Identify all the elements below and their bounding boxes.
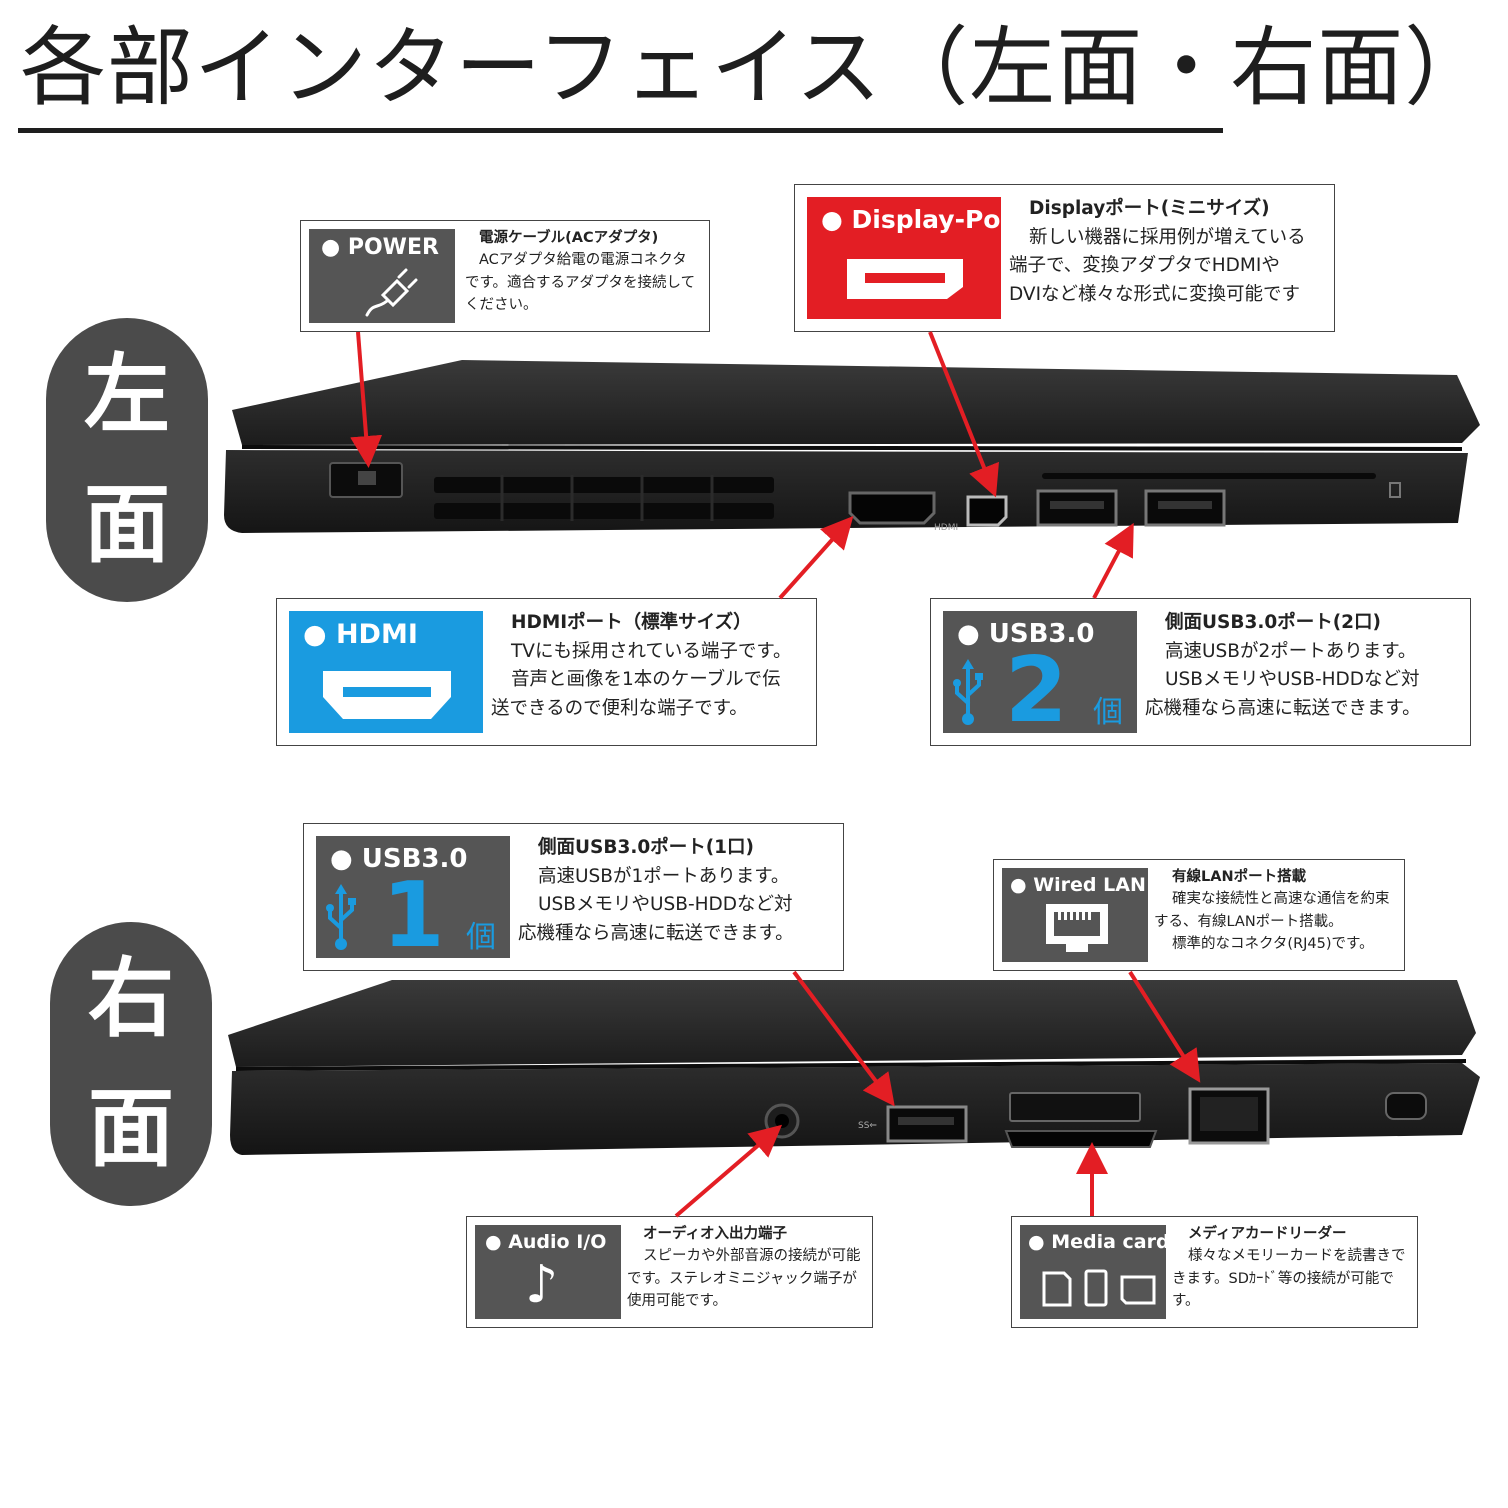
callout-usb-left: ● USB3.0 2 個 側面USB3.0ポート(2口) 高速USBが2ポートあ… bbox=[930, 598, 1471, 746]
displayport-line-3: DVIなど様々な形式に変換可能です bbox=[1009, 284, 1301, 306]
usb-right-description: 側面USB3.0ポート(1口) 高速USBが1ポートあります。 USBメモリやU… bbox=[518, 834, 840, 949]
callout-hdmi: ● HDMI HDMIポート（標準サイズ） TVにも採用されている端子です。 音… bbox=[276, 598, 817, 746]
usb-left-description: 側面USB3.0ポート(2口) 高速USBが2ポートあります。 USBメモリやU… bbox=[1145, 609, 1467, 724]
ethernet-port-icon bbox=[1046, 904, 1108, 952]
usb-left-heading: 側面USB3.0ポート(2口) bbox=[1165, 612, 1382, 633]
laptop-right-side: SS⇐ bbox=[222, 975, 1484, 1175]
hdmi-port-marking: HDMI bbox=[934, 523, 959, 533]
audio-line-2: です。ステレオミニジャック端子が bbox=[627, 1270, 857, 1287]
usb-left-line-3: 応機種なら高速に転送できます。 bbox=[1145, 698, 1421, 720]
hdmi-line-1: TVにも採用されている端子です。 bbox=[511, 640, 792, 662]
usb-right-unit: 個 bbox=[466, 920, 496, 955]
usb-right-count: 1 bbox=[382, 863, 445, 968]
usb-right-heading: 側面USB3.0ポート(1口) bbox=[538, 837, 755, 858]
page-title: 各部インターフェイス（左面・右面） bbox=[20, 18, 1492, 118]
hdmi-line-2: 音声と画像を1本のケーブルで伝 bbox=[511, 669, 781, 691]
usb-left-unit: 個 bbox=[1093, 695, 1123, 730]
media-line-2: きます。SDｶｰﾄﾞ等の接続が可能で bbox=[1172, 1270, 1394, 1287]
lan-line-1: 確実な接続性と高速な通信を約束 bbox=[1172, 891, 1390, 908]
audio-label: ● Audio I/O bbox=[485, 1231, 607, 1253]
hdmi-line-3: 送できるので便利な端子です。 bbox=[491, 698, 748, 720]
usb-right-line-2: USBメモリやUSB-HDDなど対 bbox=[538, 894, 793, 916]
media-description: メディアカードリーダー 様々なメモリーカードを読書きで きます。SDｶｰﾄﾞ等の… bbox=[1172, 1223, 1416, 1313]
media-icon-panel: ● Media card bbox=[1020, 1225, 1170, 1319]
memory-card-icon bbox=[1042, 1269, 1156, 1307]
audio-description: オーディオ入出力端子 スピーカや外部音源の接続が可能 です。ステレオミニジャック… bbox=[627, 1223, 871, 1313]
usb-right-label: ● USB3.0 bbox=[330, 844, 468, 874]
music-note-icon: ♪ bbox=[525, 1255, 559, 1315]
left-side-badge: 左 面 bbox=[46, 318, 208, 602]
displayport-label: ● Display-Port bbox=[821, 205, 1025, 234]
media-line-1: 様々なメモリーカードを読書きで bbox=[1188, 1248, 1406, 1265]
callout-power: ● POWER 電源ケーブル(ACアダプタ) ACアダプタ給電の電源コネクタ で… bbox=[300, 220, 710, 332]
callout-audio: ● Audio I/O ♪ オーディオ入出力端子 スピーカや外部音源の接続が可能… bbox=[466, 1216, 873, 1328]
usb-left-icon-panel: ● USB3.0 2 個 bbox=[943, 611, 1137, 739]
usb-right-line-1: 高速USBが1ポートあります。 bbox=[538, 865, 790, 887]
power-line-2: です。適合するアダプタを接続して bbox=[465, 274, 696, 291]
media-heading: メディアカードリーダー bbox=[1188, 1226, 1347, 1242]
audio-line-3: 使用可能です。 bbox=[627, 1293, 728, 1310]
callout-displayport: ● Display-Port Displayポート(ミニサイズ) 新しい機器に採… bbox=[794, 184, 1335, 332]
lan-description: 有線LANポート搭載 確実な接続性と高速な通信を約束 する、有線LANポート搭載… bbox=[1154, 866, 1402, 956]
laptop-left-side: HDMI bbox=[222, 355, 1484, 545]
power-icon-panel: ● POWER bbox=[309, 229, 455, 323]
power-description: 電源ケーブル(ACアダプタ) ACアダプタ給電の電源コネクタ です。適合するアダ… bbox=[465, 227, 707, 317]
power-plug-icon bbox=[365, 268, 418, 317]
audio-icon-panel: ● Audio I/O ♪ bbox=[475, 1225, 621, 1319]
callout-lan: ● Wired LAN 有線LANポート搭載 確実な接続性と高速な通信を約束 す… bbox=[993, 859, 1405, 971]
callout-usb-right: ● USB3.0 1 個 側面USB3.0ポート(1口) 高速USBが1ポートあ… bbox=[303, 823, 844, 971]
power-label: ● POWER bbox=[321, 235, 439, 260]
ss-usb-marking: SS⇐ bbox=[858, 1121, 877, 1131]
displayport-heading: Displayポート(ミニサイズ) bbox=[1029, 198, 1270, 219]
left-badge-char-1: 左 bbox=[84, 345, 170, 445]
media-label: ● Media card bbox=[1028, 1231, 1170, 1253]
usb-icon bbox=[953, 659, 983, 725]
power-line-1: ACアダプタ給電の電源コネクタ bbox=[479, 252, 687, 269]
hdmi-heading: HDMIポート（標準サイズ） bbox=[511, 612, 752, 633]
power-line-3: ください。 bbox=[465, 297, 538, 314]
usb-right-icon-panel: ● USB3.0 1 個 bbox=[316, 836, 510, 964]
hdmi-description: HDMIポート（標準サイズ） TVにも採用されている端子です。 音声と画像を1本… bbox=[491, 609, 813, 724]
displayport-description: Displayポート(ミニサイズ) 新しい機器に採用例が増えている 端子で、変換… bbox=[1009, 195, 1331, 310]
right-badge-char-2: 面 bbox=[88, 1079, 174, 1179]
usb-left-line-1: 高速USBが2ポートあります。 bbox=[1165, 640, 1417, 662]
power-heading: 電源ケーブル(ACアダプタ) bbox=[479, 230, 659, 246]
right-side-badge: 右 面 bbox=[50, 922, 212, 1206]
lan-label: ● Wired LAN bbox=[1010, 874, 1146, 896]
usb-right-line-3: 応機種なら高速に転送できます。 bbox=[518, 923, 794, 945]
usb-left-line-2: USBメモリやUSB-HDDなど対 bbox=[1165, 669, 1420, 691]
displayport-icon bbox=[847, 259, 963, 299]
lan-heading: 有線LANポート搭載 bbox=[1172, 869, 1307, 885]
usb-icon bbox=[326, 884, 356, 950]
displayport-line-2: 端子で、変換アダプタでHDMIや bbox=[1009, 255, 1280, 277]
usb-left-count: 2 bbox=[1005, 638, 1068, 743]
left-badge-char-2: 面 bbox=[84, 475, 170, 575]
right-badge-char-1: 右 bbox=[88, 949, 174, 1049]
title-underline bbox=[18, 128, 1223, 133]
audio-line-1: スピーカや外部音源の接続が可能 bbox=[643, 1248, 861, 1265]
hdmi-icon-panel: ● HDMI bbox=[289, 611, 483, 733]
media-line-3: す。 bbox=[1172, 1293, 1200, 1310]
displayport-icon-panel: ● Display-Port bbox=[807, 197, 1025, 319]
hdmi-icon bbox=[323, 671, 451, 719]
lan-line-2: する、有線LANポート搭載。 bbox=[1154, 913, 1343, 930]
displayport-line-1: 新しい機器に採用例が増えている bbox=[1029, 226, 1306, 248]
callout-media: ● Media card メディアカードリーダー 様々なメモリーカードを読書きで… bbox=[1011, 1216, 1418, 1328]
audio-heading: オーディオ入出力端子 bbox=[643, 1226, 787, 1242]
lan-line-3: 標準的なコネクタ(RJ45)です。 bbox=[1172, 936, 1374, 953]
lan-icon-panel: ● Wired LAN bbox=[1002, 868, 1148, 962]
usb-left-label: ● USB3.0 bbox=[957, 619, 1095, 649]
hdmi-label: ● HDMI bbox=[303, 619, 418, 650]
